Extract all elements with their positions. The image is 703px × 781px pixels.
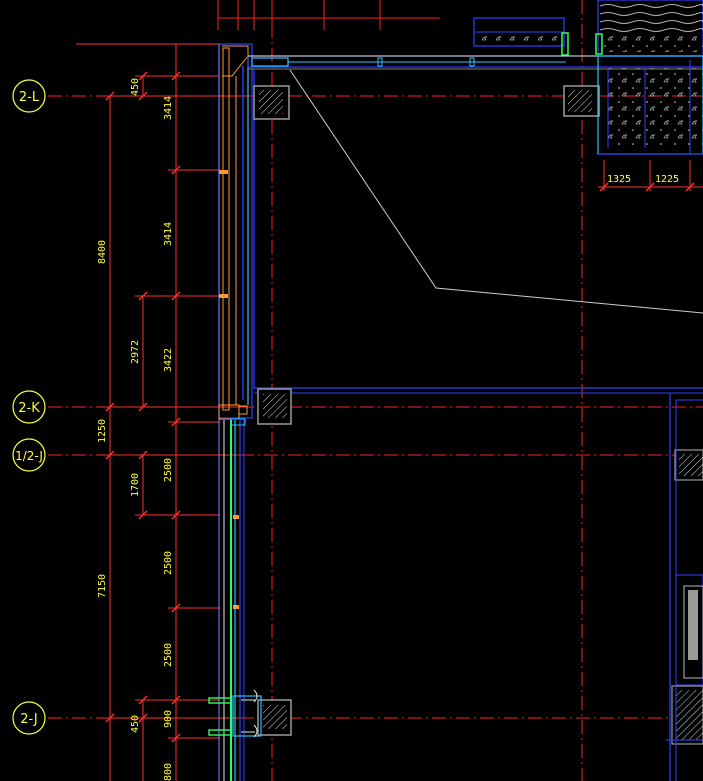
dim-1325: 1325 <box>607 174 631 185</box>
grid-label-2k: 2-K <box>18 401 40 416</box>
dim-3422: 3422 <box>163 348 174 372</box>
dim-1225: 1225 <box>655 174 679 185</box>
grid-label-circles <box>12 79 46 735</box>
dim-1700: 1700 <box>130 473 141 497</box>
top-right-detail <box>473 0 703 155</box>
dimension-ticks <box>105 71 181 743</box>
grid-label-2j: 2-J <box>20 712 38 727</box>
grid-axis-lines <box>48 0 703 781</box>
top-right-dimensions <box>598 160 703 192</box>
right-interior-walls <box>665 393 703 781</box>
bottom-window-markers <box>208 689 262 738</box>
dim-8400: 8400 <box>97 240 108 264</box>
top-tick-lines <box>217 0 440 30</box>
dim-2500-a: 2500 <box>163 458 174 482</box>
dimension-lines <box>76 43 245 781</box>
dim-800: 800 <box>163 763 174 781</box>
left-wall-upper <box>218 43 253 781</box>
dim-1250: 1250 <box>97 419 108 443</box>
dim-450-top: 450 <box>130 78 141 96</box>
leader-line <box>289 69 703 314</box>
dim-2500-c: 2500 <box>163 643 174 667</box>
dim-3414-a: 3414 <box>163 96 174 120</box>
dim-2972: 2972 <box>130 340 141 364</box>
dim-7150: 7150 <box>97 574 108 598</box>
grid-label-1-2j: 1/2-J <box>15 449 43 463</box>
dim-3414-b: 3414 <box>163 222 174 246</box>
dim-900: 900 <box>163 710 174 728</box>
columns <box>253 85 703 745</box>
left-wall-lower <box>223 418 246 781</box>
grid-label-2l: 2-L <box>19 90 40 105</box>
dim-450-bot: 450 <box>130 715 141 733</box>
dim-2500-b: 2500 <box>163 551 174 575</box>
